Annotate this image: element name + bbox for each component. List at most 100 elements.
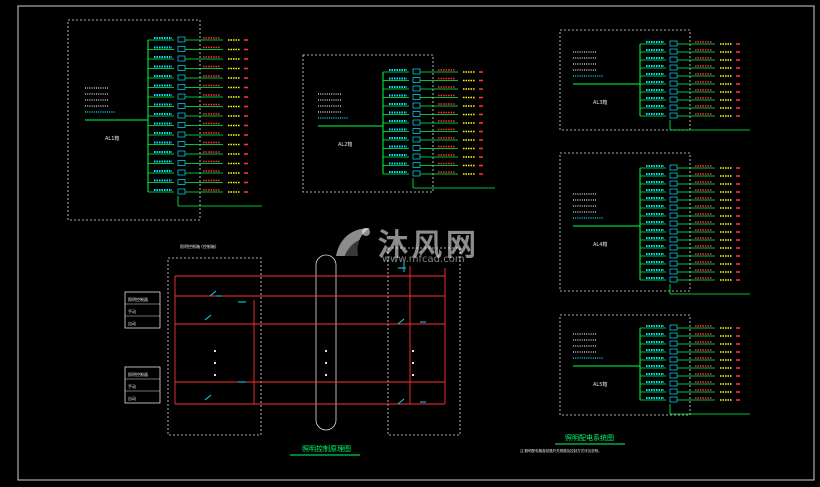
breaker-symbol <box>669 212 678 219</box>
distribution-note: 注:照明配电箱各回路开关规格及控制方式详见说明。 <box>520 448 602 453</box>
panel-box-2 <box>302 54 434 193</box>
breaker-symbol <box>669 196 678 203</box>
control-box-2-row-3: 自动 <box>128 395 136 401</box>
breaker-symbol <box>669 324 678 331</box>
breaker-symbol <box>412 145 421 151</box>
breaker-symbol <box>669 244 678 251</box>
breaker-symbol <box>177 141 186 147</box>
watermark: 沐风网 www.mfcad.com <box>330 220 510 270</box>
breaker-symbol <box>669 72 678 79</box>
cable-tray <box>315 254 337 431</box>
breaker-symbol <box>669 252 678 259</box>
breaker-symbol <box>177 46 186 52</box>
breaker-symbol <box>412 77 421 83</box>
control-switches <box>204 262 426 405</box>
breaker-symbol <box>669 80 678 87</box>
switch-box-left <box>167 257 262 436</box>
control-box-1-row-2: 手动 <box>128 308 136 314</box>
breaker-symbol <box>669 372 678 379</box>
breaker-symbol <box>177 122 186 128</box>
circuit-group-5: AL5箱 <box>573 324 750 415</box>
breaker-symbol <box>669 228 678 235</box>
circuit-groups: AL1箱 AL2箱 AL3箱 AL4箱 AL5箱 <box>85 36 750 415</box>
breaker-symbol <box>669 340 678 347</box>
breaker-symbol <box>669 356 678 363</box>
circuit-group-3: AL3箱 <box>573 40 750 131</box>
breaker-symbol <box>177 103 186 109</box>
panel-label: AL2箱 <box>338 141 352 148</box>
panel-label: AL1箱 <box>105 135 119 142</box>
breaker-symbol <box>177 74 186 81</box>
panel-label: AL4箱 <box>593 241 607 248</box>
control-box-2-row-2: 手动 <box>128 383 136 389</box>
control-box-1-row-1: 照明控制器 <box>128 296 148 302</box>
circuit-group-4: AL4箱 <box>573 164 750 295</box>
breaker-symbol <box>669 164 678 171</box>
drawing-frame <box>17 5 815 481</box>
watermark-logo-icon <box>336 228 370 258</box>
panel-label: AL5箱 <box>593 381 607 388</box>
breaker-symbol <box>669 40 678 47</box>
breaker-symbol <box>669 276 678 283</box>
breaker-symbol <box>669 64 678 71</box>
breaker-symbol <box>669 396 678 403</box>
panel-box-1 <box>67 19 201 221</box>
breaker-symbol <box>412 111 421 117</box>
control-diagram: 照明控制器 手动 自动 照明控制器 手动 自动 照明控制箱 (控制箱) <box>124 243 461 436</box>
breaker-symbol <box>669 380 678 387</box>
circuit-group-2: AL2箱 <box>318 68 495 189</box>
breaker-symbol <box>669 260 678 267</box>
control-terminals <box>214 350 414 376</box>
breaker-symbol <box>669 56 678 63</box>
breaker-symbol <box>412 85 421 92</box>
breaker-symbol <box>412 153 421 160</box>
control-box-2-row-1: 照明控制器 <box>128 371 148 377</box>
breaker-symbol <box>177 169 186 176</box>
breaker-symbol <box>669 268 678 275</box>
breaker-symbol <box>669 48 678 55</box>
watermark-text: 沐风网 <box>378 228 480 263</box>
panel-box-5 <box>559 314 691 416</box>
watermark-url: www.mfcad.com <box>382 254 465 265</box>
breaker-symbol <box>177 112 186 119</box>
breaker-symbol <box>412 68 421 75</box>
breaker-symbol <box>177 36 186 43</box>
breaker-symbol <box>669 388 678 395</box>
breaker-symbol <box>669 88 678 95</box>
breaker-symbol <box>669 96 678 103</box>
breaker-symbol <box>177 84 186 90</box>
title-control-diagram: 照明控制原理图 <box>302 444 351 453</box>
panel-box-4 <box>559 152 691 292</box>
control-box-1-row-3: 自动 <box>128 320 136 326</box>
breaker-symbol <box>412 119 421 126</box>
breaker-symbol <box>177 179 186 185</box>
breaker-symbol <box>669 188 678 195</box>
breaker-symbol <box>177 55 186 62</box>
breaker-symbol <box>412 162 421 168</box>
breaker-symbol <box>412 128 421 134</box>
breaker-symbol <box>412 102 421 109</box>
breaker-symbol <box>177 131 186 138</box>
breaker-symbol <box>669 112 678 119</box>
breaker-symbol <box>669 104 678 111</box>
breaker-symbol <box>669 332 678 339</box>
breaker-symbol <box>412 136 421 143</box>
control-box-1: 照明控制器 手动 自动 <box>124 291 161 329</box>
breaker-symbol <box>669 204 678 211</box>
panel-box-3 <box>559 29 691 131</box>
circuit-group-1: AL1箱 <box>85 36 262 207</box>
breaker-symbol <box>669 180 678 187</box>
control-box-2: 照明控制器 手动 自动 <box>124 366 161 404</box>
switch-box-right <box>387 247 461 436</box>
breaker-symbol <box>412 170 421 177</box>
breaker-symbol <box>177 160 186 166</box>
breaker-symbol <box>177 150 186 157</box>
breaker-symbol <box>669 348 678 355</box>
breaker-symbol <box>412 94 421 100</box>
breaker-symbol <box>669 220 678 227</box>
breaker-symbol <box>669 172 678 179</box>
panel-label: AL3箱 <box>593 99 607 106</box>
breaker-symbol <box>177 188 186 195</box>
switch-box-title: 照明控制箱 (控制箱) <box>180 243 217 249</box>
